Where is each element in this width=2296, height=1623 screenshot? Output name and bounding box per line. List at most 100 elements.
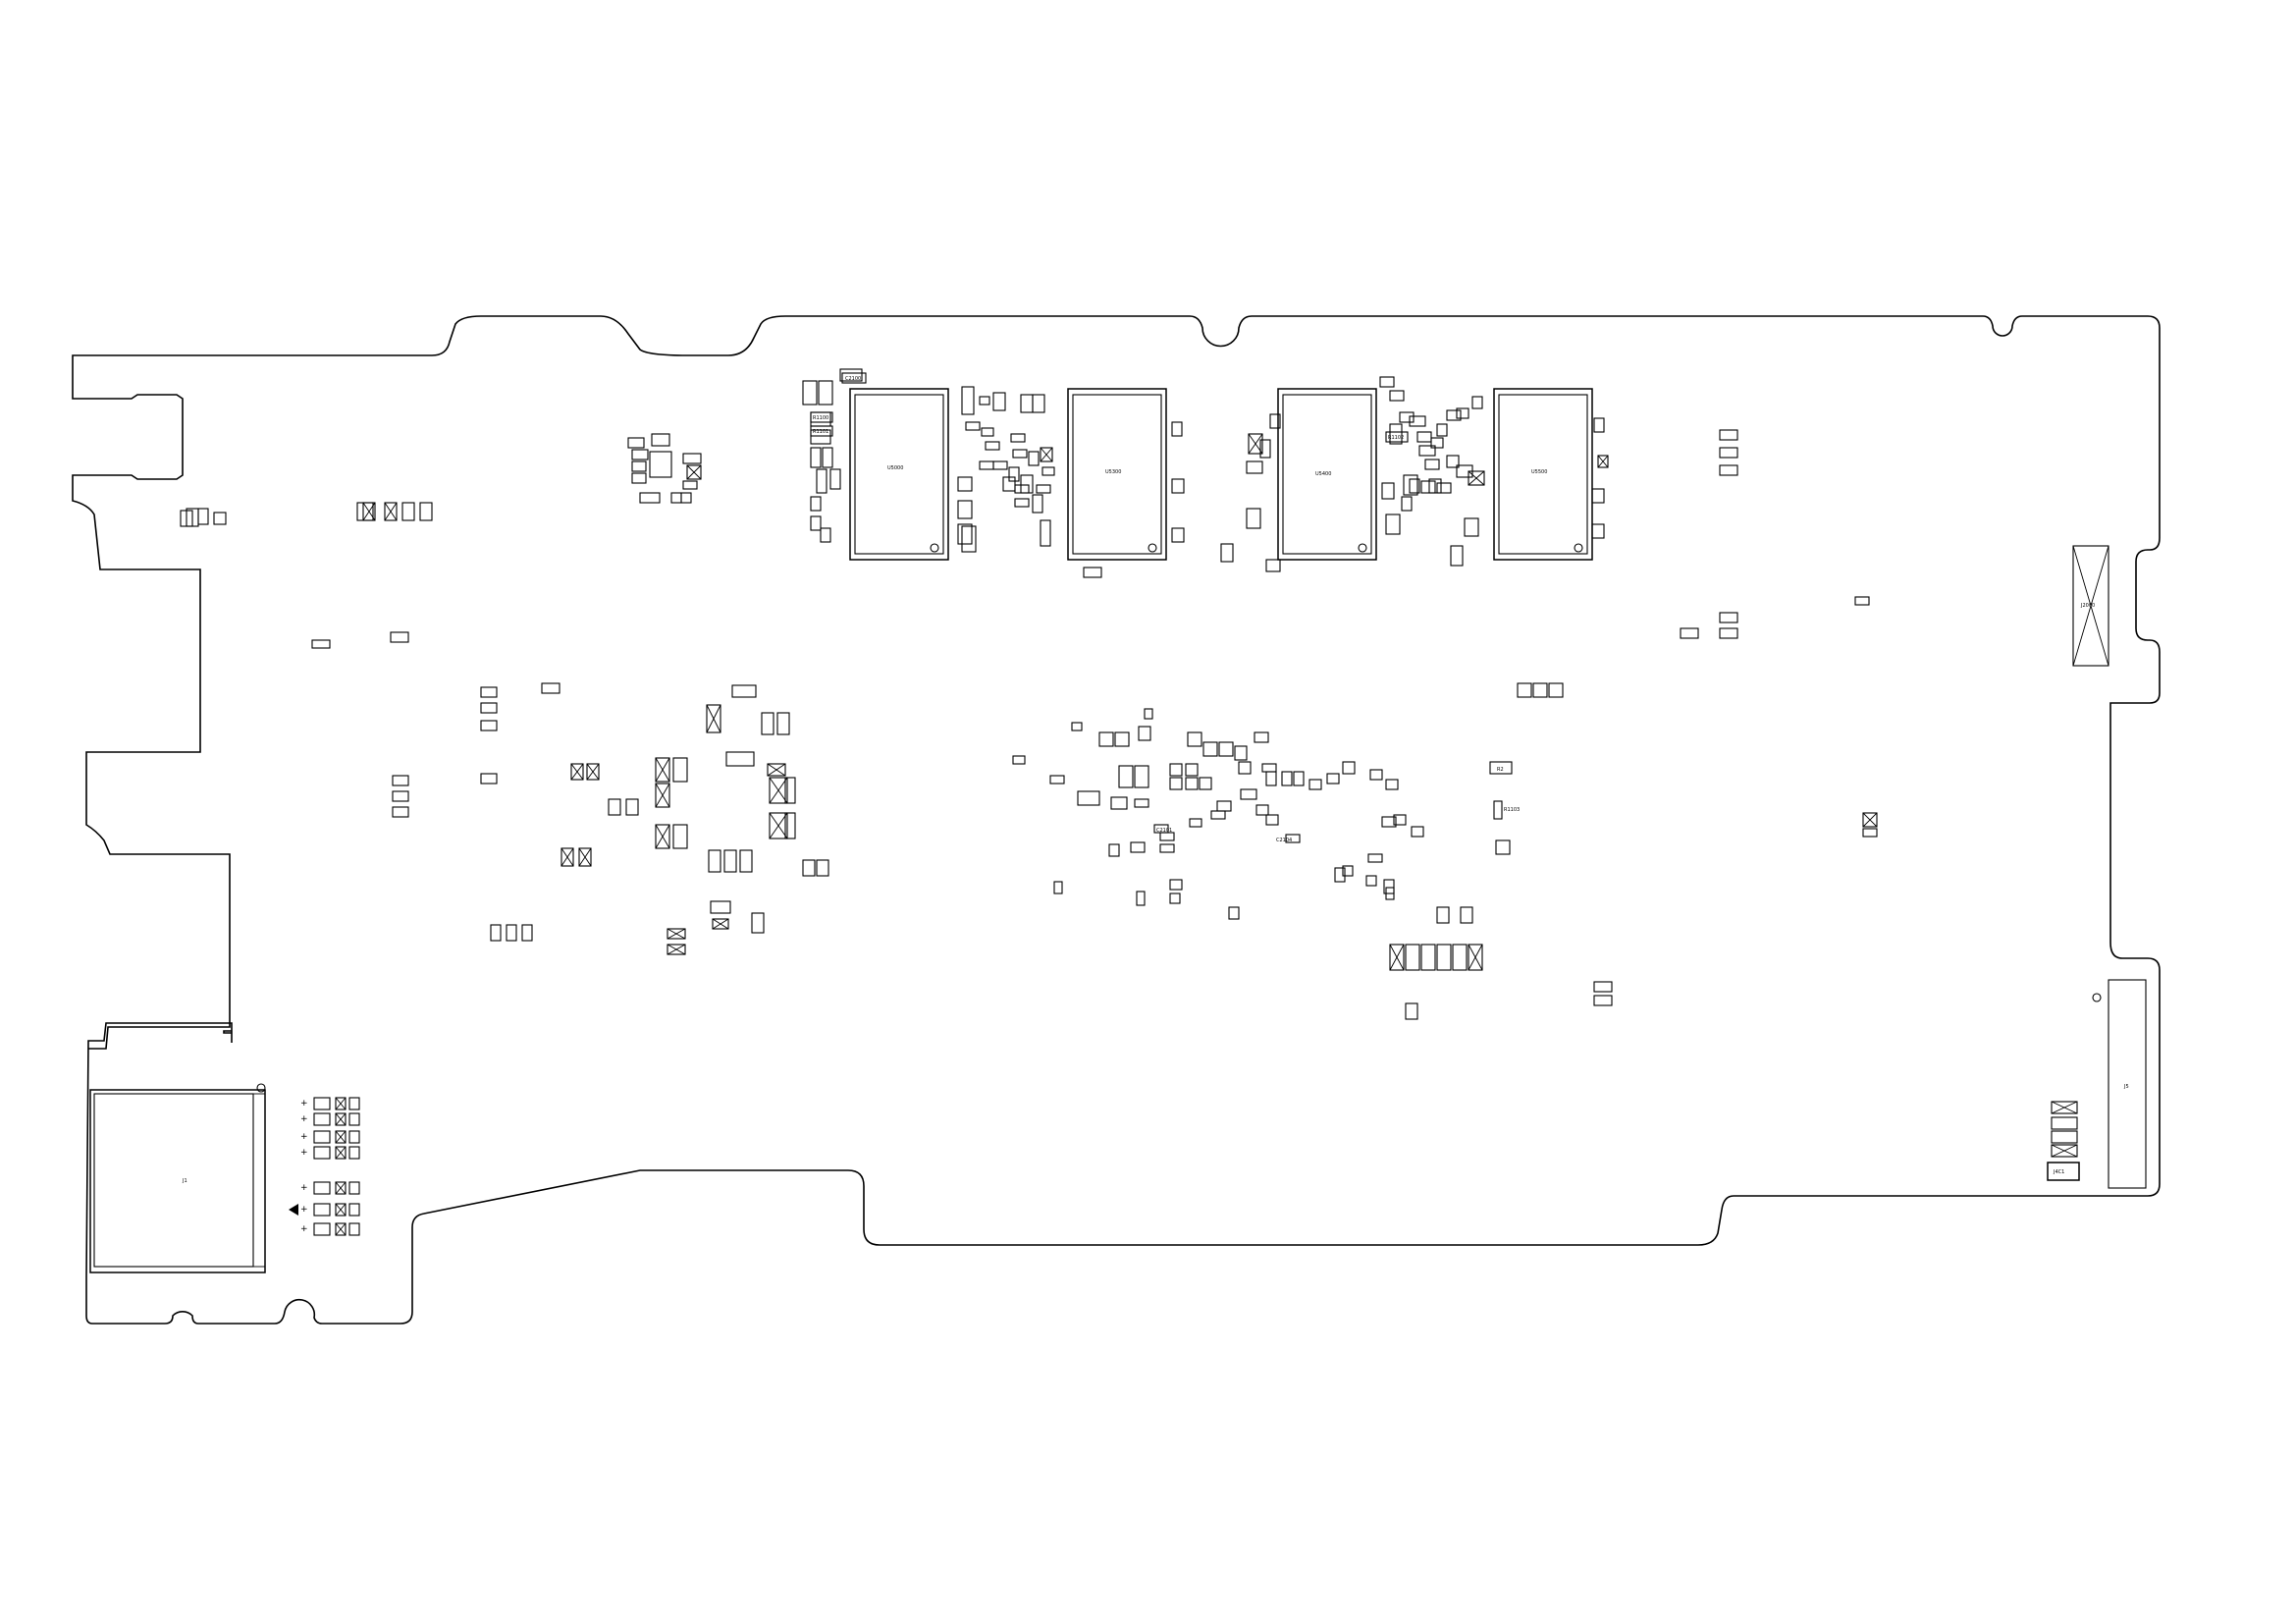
smd-footprint — [1593, 981, 1613, 993]
smd-footprint — [667, 944, 686, 955]
smd-footprint — [480, 686, 498, 698]
connector-j2000 — [2072, 545, 2109, 667]
smd-footprint — [541, 682, 561, 694]
smd-footprint — [1403, 474, 1418, 496]
smd-footprint — [961, 386, 975, 415]
res-r1102-label: R1102 — [1388, 435, 1404, 441]
smd-footprint-cross — [655, 757, 670, 783]
smd-footprint — [649, 451, 672, 478]
smd-footprint — [1460, 906, 1473, 924]
smd-footprint — [313, 1112, 331, 1126]
smd-footprint — [784, 812, 796, 839]
mount-hole-right — [2092, 993, 2102, 1002]
smd-footprint — [1049, 775, 1065, 784]
smd-footprint — [1032, 494, 1043, 514]
smd-footprint — [1369, 769, 1383, 781]
smd-footprint — [1187, 731, 1202, 747]
smd-footprint — [1436, 944, 1452, 971]
smd-footprint — [1854, 596, 1870, 606]
smd-footprint — [1381, 482, 1395, 500]
cap-c2100-label: C2100 — [845, 376, 861, 382]
smd-footprint — [1532, 682, 1548, 698]
smd-footprint — [390, 631, 409, 643]
smd-footprint — [348, 1146, 360, 1160]
svg-text:J4C1: J4C1 — [2053, 1169, 2064, 1175]
smd-footprint — [313, 1181, 331, 1195]
smd-footprint — [979, 396, 990, 406]
smd-footprint-cross — [1040, 447, 1053, 462]
res-r2-label: R2 — [1497, 767, 1504, 773]
smd-footprint — [627, 437, 645, 449]
smd-footprint — [570, 763, 584, 781]
smd-footprint — [313, 1146, 331, 1160]
polarity-mark: + — [300, 1148, 308, 1158]
smd-footprint — [1020, 474, 1034, 494]
smd-footprint — [1053, 881, 1063, 894]
res-r1100 — [810, 411, 833, 423]
smd-footprint — [313, 1203, 331, 1217]
smd-footprint — [335, 1181, 347, 1195]
smd-footprint — [957, 523, 973, 545]
smd-footprint — [708, 849, 721, 873]
smd-footprint-cross — [1862, 812, 1878, 828]
smd-footprint — [769, 777, 788, 804]
smd-footprint — [1719, 464, 1738, 476]
smd-footprint — [1169, 893, 1181, 904]
smd-footprint — [802, 859, 816, 877]
smd-footprint — [1041, 466, 1055, 476]
res-r1102 — [1385, 431, 1409, 443]
smd-footprint — [1418, 445, 1436, 457]
smd-footprint — [1255, 804, 1269, 816]
smd-footprint — [1471, 396, 1483, 409]
smd-footprint — [631, 449, 649, 460]
smd-footprint — [1077, 790, 1100, 806]
smd-footprint — [625, 798, 639, 816]
smd-footprint — [335, 1130, 347, 1144]
smd-footprint — [957, 476, 973, 492]
cap-c2101-label: C2101 — [1156, 828, 1172, 834]
smd-footprint — [1446, 409, 1462, 421]
smd-footprint — [1385, 887, 1395, 900]
smd-footprint-cross — [769, 812, 788, 839]
smd-footprint — [810, 515, 822, 531]
smd-footprint — [810, 496, 822, 512]
smd-footprint — [767, 763, 786, 777]
cap-c2100 — [841, 372, 867, 384]
smd-footprint — [1202, 741, 1218, 757]
smd-footprint — [670, 492, 682, 504]
smd-footprint — [506, 924, 517, 942]
smd-footprint — [1548, 682, 1564, 698]
smd-footprint — [672, 757, 688, 783]
connector-j1: J1 — [89, 1083, 266, 1273]
smd-footprint — [348, 1112, 360, 1126]
connector-j5 — [2108, 979, 2147, 1189]
smd-footprint — [313, 1130, 331, 1144]
smd-footprint — [1259, 439, 1271, 459]
smd-footprint — [667, 928, 686, 940]
smd-footprint — [822, 447, 833, 468]
smd-footprint — [1593, 417, 1605, 433]
smd-footprint — [761, 712, 774, 735]
smd-footprint-cross — [1597, 455, 1609, 468]
smd-footprint — [335, 1203, 347, 1217]
smd-footprint — [1144, 708, 1153, 720]
smd-footprint — [725, 751, 755, 767]
smd-footprint — [1234, 745, 1248, 761]
smd-footprint — [1240, 788, 1257, 800]
smd-footprint — [957, 500, 973, 519]
smd-footprint — [1393, 814, 1407, 826]
left-bottom-components: +++++++ — [289, 1097, 360, 1236]
smd-footprint — [1436, 423, 1448, 437]
smd-footprint — [1383, 879, 1395, 894]
smd-footprint — [1014, 484, 1030, 494]
smd-footprint — [682, 453, 702, 464]
smd-footprint — [985, 441, 1000, 451]
smd-footprint-cross — [769, 777, 788, 804]
smd-footprint — [992, 460, 1008, 470]
smd-footprint — [810, 447, 822, 468]
smd-footprint — [816, 468, 828, 494]
smd-footprint-cross — [335, 1146, 347, 1160]
smd-footprint-cross — [712, 918, 729, 930]
smd-footprint — [1036, 484, 1051, 494]
smd-footprint — [979, 460, 994, 470]
